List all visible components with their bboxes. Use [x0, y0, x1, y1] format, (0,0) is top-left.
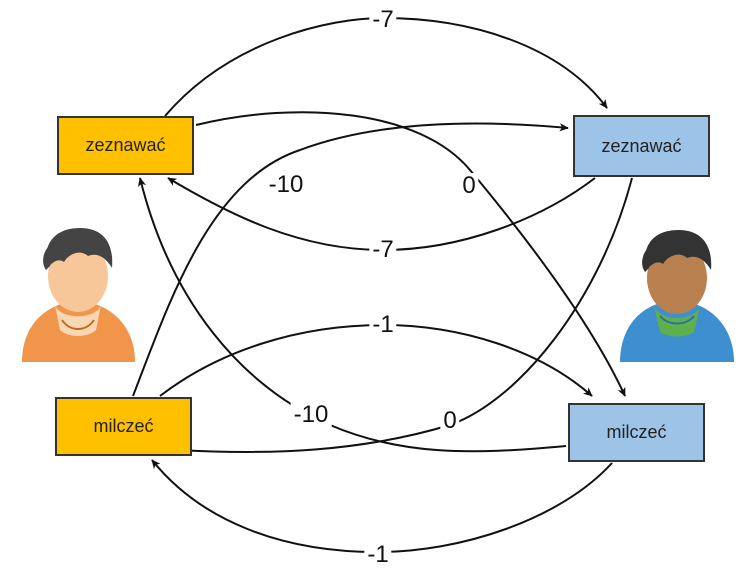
- player1-silent-label: milczeć: [93, 416, 154, 436]
- payoff-label-zero-b: 0: [440, 408, 460, 434]
- payoff-label-minus7-b: -7: [369, 237, 397, 263]
- player2-confess-label: zeznawać: [601, 135, 682, 156]
- arrow-p2silent-to-p1silent-bottom: [151, 459, 613, 554]
- player2-silent-box: milczeć: [568, 403, 705, 462]
- player1-confess-label: zeznawać: [85, 135, 166, 155]
- arrow-p1confess-to-p2silent: [195, 111, 626, 397]
- payoff-label-top: -7: [369, 7, 397, 33]
- payoff-label-zero-a: 0: [459, 173, 479, 199]
- payoff-label-minus1-a: -1: [369, 312, 397, 338]
- arrow-p2silent-to-p1confess: [137, 177, 567, 453]
- player2-confess-box: zeznawać: [573, 115, 710, 177]
- payoff-label-minus10-a: -10: [265, 172, 307, 198]
- player2-silent-label: milczeć: [606, 422, 667, 442]
- payoff-label-minus10-b: -10: [290, 402, 332, 428]
- arrow-p1silent-to-p2confess: [132, 122, 569, 397]
- payoff-label-bottom: -1: [364, 542, 392, 568]
- person-avatar-blue-icon: [620, 230, 734, 362]
- player1-confess-box: zeznawać: [57, 116, 194, 175]
- person-avatar-orange-icon: [22, 228, 135, 362]
- player1-silent-box: milczeć: [55, 397, 192, 456]
